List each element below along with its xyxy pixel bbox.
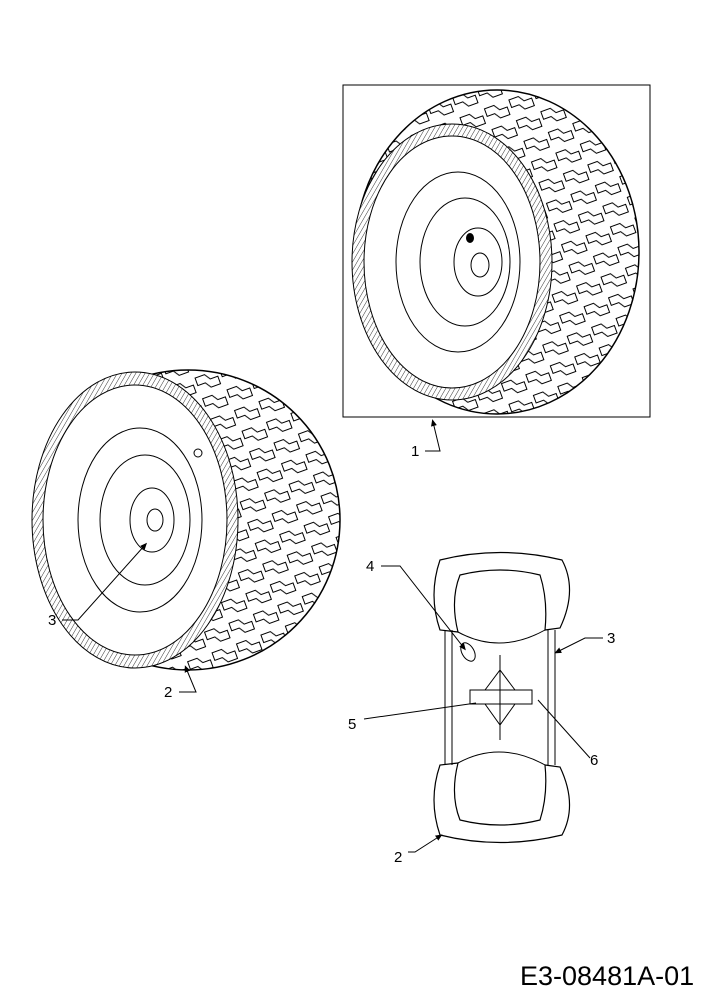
callout-4: 4	[366, 558, 466, 651]
wheel-assembly-drawing	[351, 89, 640, 415]
callout-label: 2	[394, 849, 402, 866]
callout-label: 1	[411, 443, 419, 460]
callout-3-section: 3	[554, 630, 615, 654]
callout-5: 5	[348, 702, 477, 733]
callout-label: 3	[48, 612, 56, 629]
callout-3-left: 3	[48, 542, 147, 629]
callout-label: 6	[590, 752, 598, 769]
callout-label: 2	[164, 684, 172, 701]
wheel-cross-section	[433, 551, 571, 844]
callout-label: 5	[348, 716, 356, 733]
callout-1: 1	[411, 419, 441, 460]
callout-2-section: 2	[394, 834, 443, 866]
callout-2-left: 2	[164, 665, 197, 701]
wheel-assembly-box	[342, 84, 651, 418]
callout-6: 6	[537, 699, 598, 769]
callout-label: 3	[607, 630, 615, 647]
tire-wheel-drawing	[31, 369, 341, 671]
callout-label: 4	[366, 558, 374, 575]
drawing-code: E3-08481A-01	[520, 961, 694, 991]
